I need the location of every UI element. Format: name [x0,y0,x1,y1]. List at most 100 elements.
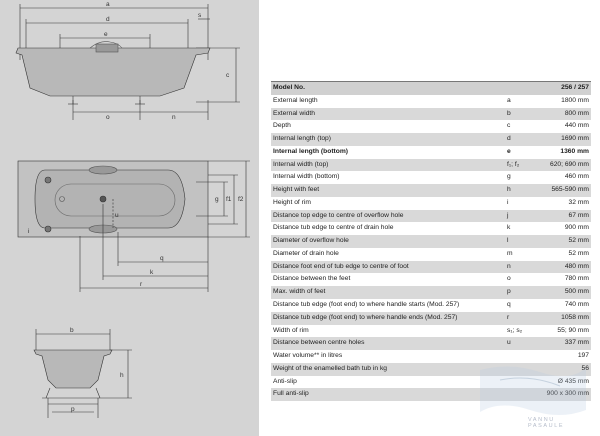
spec-symbol: h [503,184,541,197]
spec-parameter: Max. width of feet [271,286,503,300]
dim-label-g: g [215,196,219,203]
spec-parameter: Internal width (bottom) [271,171,503,185]
dim-label-o: o [106,114,110,121]
dim-label-i: i [28,228,29,235]
spec-row: Distance tub edge (foot end) to where ha… [271,299,591,312]
spec-symbol: b [503,107,541,121]
spec-parameter: Water volume** in litres [271,350,503,363]
spec-value: 800 mm [541,107,591,121]
top-view-drawing [17,160,250,292]
spec-row: Distance tub edge (foot end) to where ha… [271,311,591,325]
spec-symbol: c [503,120,541,134]
dim-label-u: u [115,212,119,219]
spec-parameter: Internal length (bottom) [271,145,503,159]
spec-parameter: Distance tub edge (foot end) to where ha… [271,311,503,325]
spec-value: 440 mm [541,120,591,134]
spec-row: Distance tub edge to centre of drain hol… [271,222,591,236]
technical-drawing-panel: a d s e c o n [0,0,259,436]
spec-symbol: p [503,286,541,300]
spec-value: 1360 mm [541,145,591,159]
spec-symbol [503,362,541,376]
spec-parameter: Distance tub edge to centre of drain hol… [271,222,503,236]
dim-label-k: k [150,269,154,276]
spec-parameter: Distance top edge to centre of overflow … [271,209,503,223]
spec-parameter: Distance between the feet [271,273,503,287]
spec-symbol: n [503,260,541,274]
spec-parameter: External length [271,94,503,108]
spec-value: 32 mm [541,196,591,210]
spec-symbol: a [503,94,541,108]
spec-parameter: Internal length (top) [271,133,503,146]
spec-symbol: d [503,133,541,146]
technical-drawings-svg: a d s e c o n [15,1,250,418]
dim-label-d: d [106,16,110,23]
side-view-drawing [15,4,240,120]
spec-symbol: g [503,171,541,185]
spec-parameter: Distance tub edge (foot end) to where ha… [271,299,503,312]
spec-value: 500 mm [541,286,591,300]
header-symbol [503,80,541,95]
spec-row: Weight of the enamelled bath tub in kg 56 [271,362,591,376]
spec-value: 480 mm [541,260,591,274]
spec-row: Distance foot end of tub edge to centre … [271,260,591,274]
spec-symbol [503,375,541,389]
spec-value: 52 mm [541,235,591,248]
spec-symbol [503,350,541,363]
spec-parameter: External width [271,107,503,121]
header-model-value: 256 / 257 [541,80,591,95]
spec-symbol [503,388,541,402]
spec-parameter: Weight of the enamelled bath tub in kg [271,362,503,376]
watermark-line1: VANNU [528,417,555,423]
spec-symbol: k [503,222,541,236]
spec-parameter: Depth [271,120,503,134]
dim-label-h: h [120,372,124,379]
spec-parameter: Height with feet [271,184,503,197]
spec-value: Ø 435 mm [541,375,591,389]
spec-symbol: f₁; f₂ [503,158,541,172]
spec-symbol: l [503,235,541,248]
spec-symbol: s₁; s₂ [503,324,541,338]
dim-label-p: p [71,406,75,413]
spec-value: 780 mm [541,273,591,287]
spec-parameter: Diameter of drain hole [271,247,503,261]
dim-label-b: b [70,327,74,334]
spec-value: 56 [541,362,591,376]
spec-value: 337 mm [541,337,591,351]
spec-parameter: Distance between centre holes [271,337,503,351]
spec-symbol: m [503,247,541,261]
spec-parameter: Height of rim [271,196,503,210]
spec-value: 565-590 mm [541,184,591,197]
section-view-drawing [33,329,132,418]
dim-label-r: r [140,281,143,288]
spec-symbol: r [503,311,541,325]
spec-value: 52 mm [541,247,591,261]
dim-label-e: e [104,31,108,38]
top-view-labels: g f1 f2 i u q k r [28,196,244,288]
spec-value: 460 mm [541,171,591,185]
spec-value: 1690 mm [541,133,591,146]
dim-label-a: a [106,1,110,8]
spec-symbol: e [503,145,541,159]
spec-parameter: Distance foot end of tub edge to centre … [271,260,503,274]
spec-parameter: Internal width (top) [271,158,503,172]
header-parameter: Model No. [271,80,503,95]
watermark-line2: PASAULE [528,423,565,429]
spec-parameter: Diameter of overflow hole [271,235,503,248]
spec-value: 55; 90 mm [541,324,591,338]
spec-value: 900 x 300 mm [541,388,591,402]
